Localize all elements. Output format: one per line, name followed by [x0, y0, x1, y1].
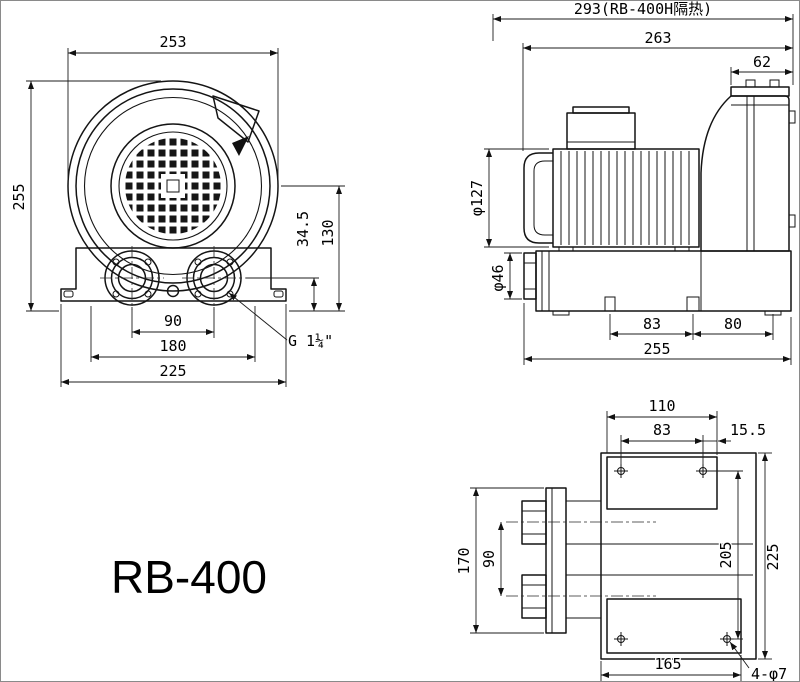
motor-body: [523, 148, 700, 252]
bottom-view: 110 83 15.5 170 90 205 225 165 4-φ7: [454, 396, 788, 682]
side-view: 293(RB-400H隔热) 263 62 φ127 φ46 83 80 255: [467, 1, 796, 365]
front-dimensions: 253 255 34.5 130 90 180 225 G 1¼": [9, 32, 345, 387]
dim-hole-pitch-x: 83: [653, 421, 671, 439]
side-dimensions: 293(RB-400H隔热) 263 62 φ127 φ46 83 80 255: [467, 1, 794, 365]
motor-fins: [560, 151, 690, 245]
dim-foot-span-a: 83: [643, 315, 661, 333]
dim-plate-length: 165: [654, 655, 681, 673]
port-centerlines: [100, 246, 246, 310]
flap-shadow: [232, 136, 249, 156]
dim-port-diameter: φ46: [489, 264, 507, 291]
dim-base-length: 255: [643, 340, 670, 358]
inlet-grille: [125, 138, 221, 234]
blower-housing-side: [700, 79, 796, 252]
dim-flange-height: 170: [455, 547, 473, 574]
base-footprint: [600, 452, 757, 660]
mount-holes-label: 4-φ7: [751, 665, 787, 682]
discharge-ports: [100, 246, 246, 310]
dim-plate-width: 110: [648, 397, 675, 415]
dim-motor-diameter: φ127: [468, 180, 486, 216]
port-bolt-holes: [112, 258, 234, 298]
dim-port-pitch-bottom: 90: [480, 550, 498, 568]
dim-length-overall: 263: [644, 29, 671, 47]
dim-length-insulated: 293(RB-400H隔热): [574, 1, 712, 18]
model-label: RB-400: [111, 551, 267, 603]
motor-end-cap: [523, 152, 553, 244]
dim-front-width: 253: [159, 33, 186, 51]
dim-foot-span-b: 80: [724, 315, 742, 333]
port-centerlines-bottom: [506, 521, 656, 597]
dim-bolt-span: 180: [159, 337, 186, 355]
terminal-box: [566, 106, 636, 150]
port-flange-bottom: [506, 487, 656, 634]
dim-front-height: 255: [10, 183, 28, 210]
dim-housing-depth: 62: [753, 53, 771, 71]
base-silencer-side: [523, 250, 792, 316]
front-view: 253 255 34.5 130 90 180 225 G 1¼": [9, 32, 345, 387]
bottom-dimensions: 110 83 15.5 170 90 205 225 165 4-φ7: [454, 396, 788, 682]
dim-center-to-base: 130: [319, 219, 337, 246]
dim-edge-offset: 15.5: [730, 421, 766, 439]
top-foot-plate: [606, 456, 718, 510]
dim-port-pitch: 90: [164, 312, 182, 330]
dim-hole-pitch-y: 205: [717, 541, 735, 568]
mounting-holes: [614, 464, 734, 646]
inlet-stub: [523, 252, 537, 300]
port-thread-label: G 1¼": [288, 332, 333, 350]
dim-base-to-port: 34.5: [294, 211, 312, 247]
bottom-foot-plate: [606, 598, 742, 654]
mounting-base-front: [60, 247, 287, 302]
dim-base-width: 225: [159, 362, 186, 380]
dim-base-height: 225: [764, 543, 782, 570]
